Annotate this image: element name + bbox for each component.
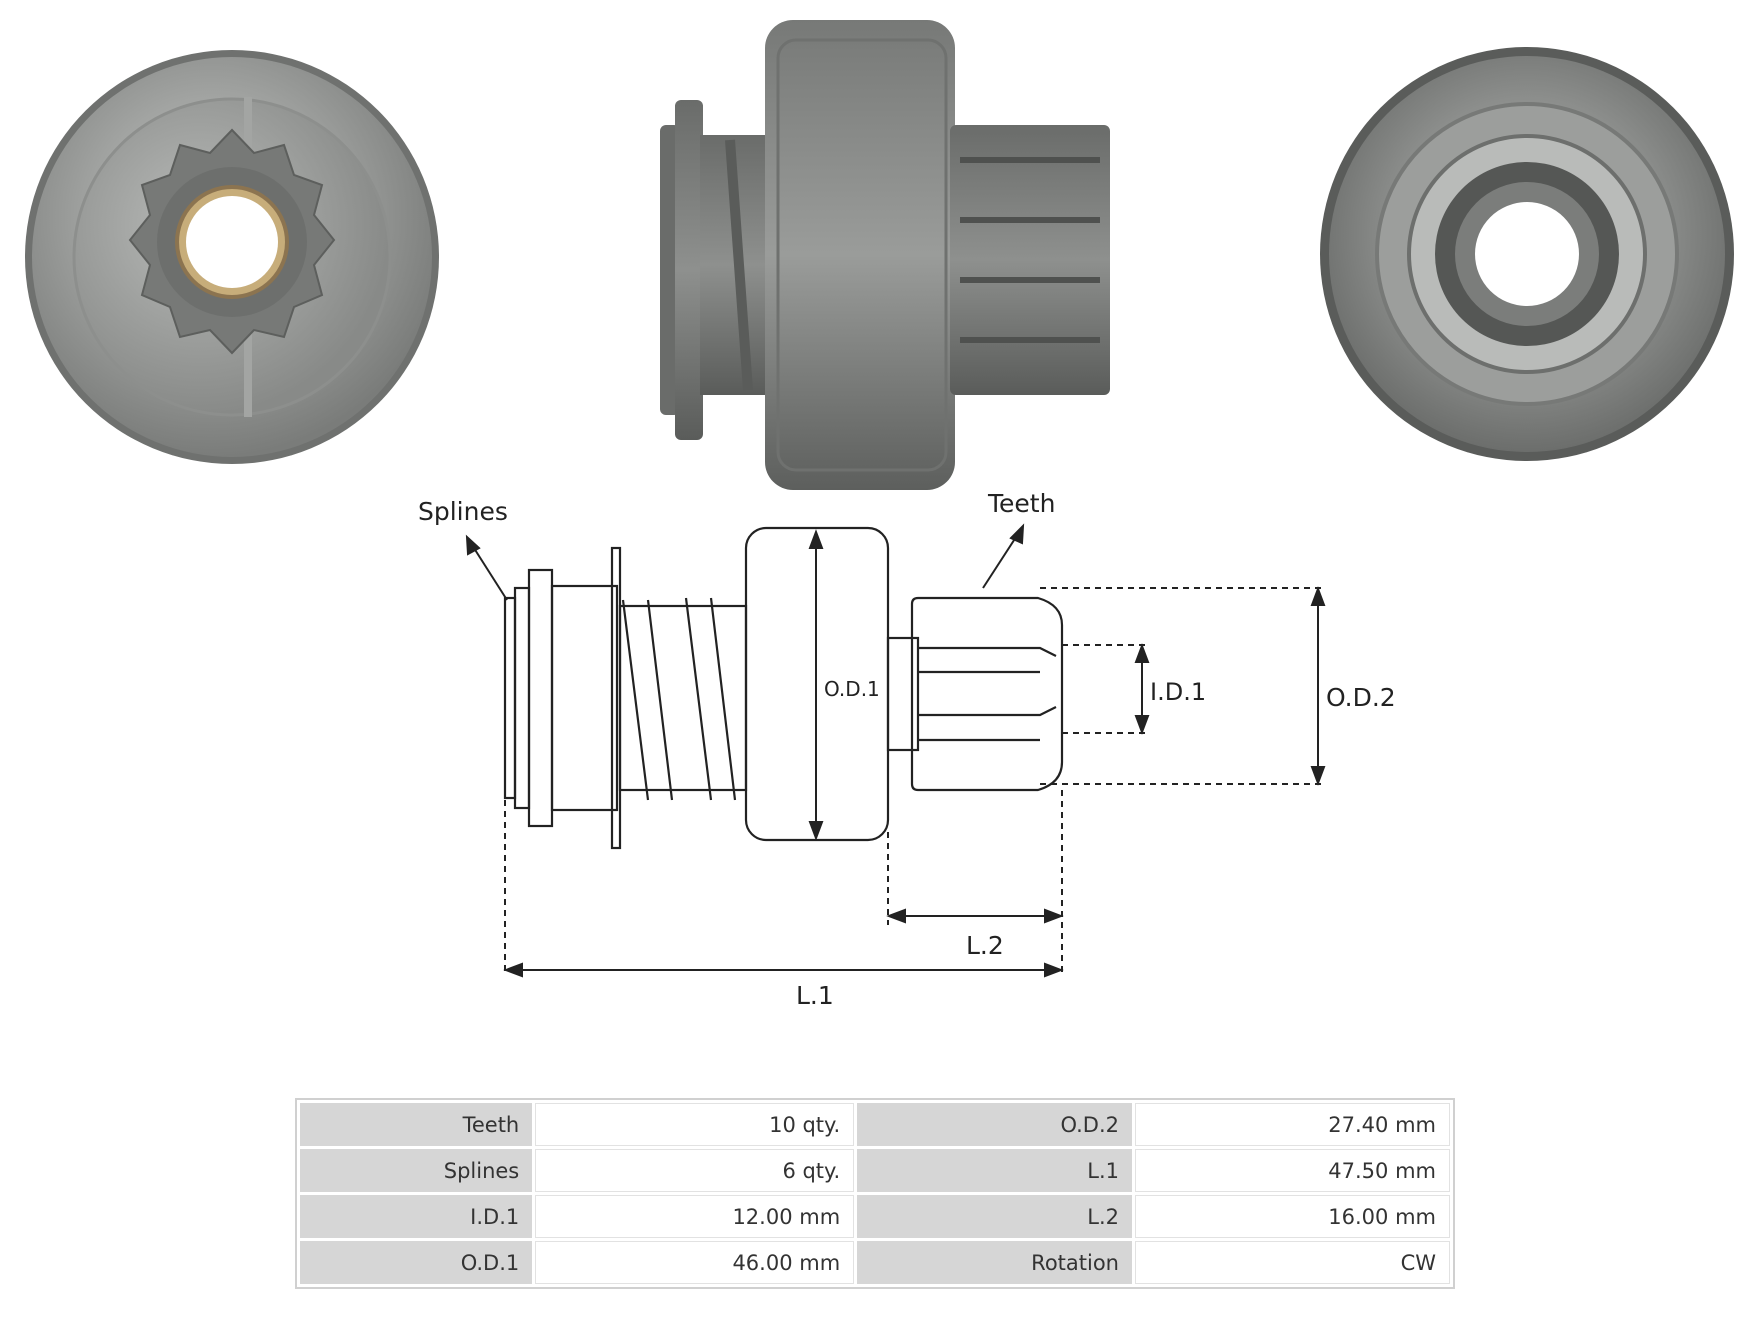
- spec-key: Teeth: [300, 1103, 533, 1146]
- spec-key: L.1: [857, 1149, 1132, 1192]
- spec-key: O.D.2: [857, 1103, 1132, 1146]
- label-l2: L.2: [966, 931, 1004, 960]
- spec-key: Rotation: [857, 1241, 1132, 1284]
- label-splines: Splines: [418, 497, 508, 526]
- spec-key: O.D.1: [300, 1241, 533, 1284]
- pinion-teeth-lines: [918, 646, 1057, 742]
- table-row: Teeth 10 qty. O.D.2 27.40 mm: [300, 1103, 1450, 1146]
- left-flange: [513, 586, 531, 810]
- pinion: [910, 596, 1064, 792]
- table-row: I.D.1 12.00 mm L.2 16.00 mm: [300, 1195, 1450, 1238]
- label-id1: I.D.1: [1150, 678, 1206, 706]
- drive-flange: [527, 568, 554, 828]
- spec-value: 47.50 mm: [1135, 1149, 1450, 1192]
- spec-value: 46.00 mm: [535, 1241, 855, 1284]
- spec-value: CW: [1135, 1241, 1450, 1284]
- technical-diagram: Splines Teeth O.D.1 I.D.1 O.D.2 L.2 L.1: [418, 489, 1396, 1010]
- specs-table: Teeth 10 qty. O.D.2 27.40 mm Splines 6 q…: [295, 1098, 1455, 1289]
- spec-value: 16.00 mm: [1135, 1195, 1450, 1238]
- rear-view-photo: [1320, 47, 1734, 461]
- spec-key: Splines: [300, 1149, 533, 1192]
- label-teeth: Teeth: [987, 489, 1055, 518]
- table-row: Splines 6 qty. L.1 47.50 mm: [300, 1149, 1450, 1192]
- spec-key: L.2: [857, 1195, 1132, 1238]
- label-l1: L.1: [796, 981, 834, 1010]
- front-view-photo: [25, 50, 439, 464]
- table-row: O.D.1 46.00 mm Rotation CW: [300, 1241, 1450, 1284]
- spec-value: 10 qty.: [535, 1103, 855, 1146]
- label-od2: O.D.2: [1326, 683, 1396, 712]
- shaft-body: [618, 604, 748, 792]
- side-view-photo: [660, 20, 1110, 490]
- spec-key: I.D.1: [300, 1195, 533, 1238]
- spring-coils: [621, 597, 737, 801]
- spec-value: 6 qty.: [535, 1149, 855, 1192]
- spec-value: 27.40 mm: [1135, 1103, 1450, 1146]
- sleeve: [550, 584, 619, 812]
- spline-collar: [503, 596, 517, 800]
- label-od1: O.D.1: [824, 677, 880, 701]
- pinion-neck: [886, 636, 920, 752]
- spec-value: 12.00 mm: [535, 1195, 855, 1238]
